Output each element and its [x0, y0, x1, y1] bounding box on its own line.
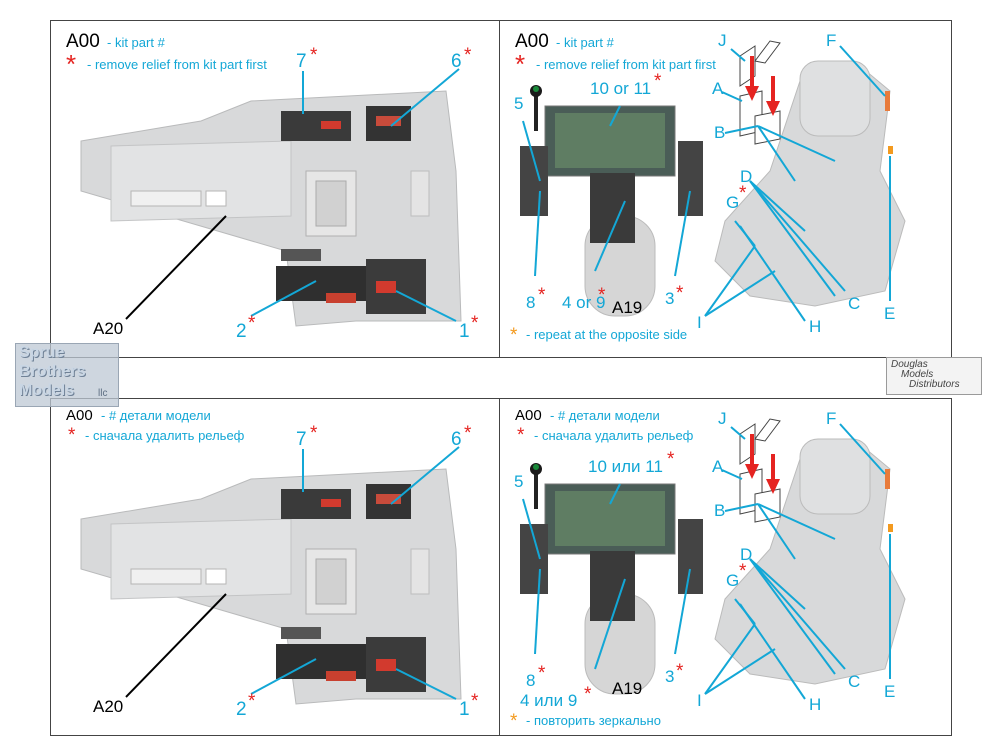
callout-B: B	[714, 501, 726, 520]
callout-star: *	[598, 285, 606, 306]
callout-star: *	[739, 561, 747, 582]
dash-seat-drawing	[520, 418, 906, 700]
callout-star: *	[310, 423, 318, 444]
legend-star: *	[68, 425, 76, 446]
callout-H: H	[809, 695, 822, 714]
callout-1: 1	[459, 699, 470, 720]
callout-star: *	[739, 183, 747, 204]
callout-star: *	[248, 691, 256, 712]
legend-code: A00	[515, 407, 542, 424]
callout-F: F	[826, 31, 837, 50]
callout-C: C	[848, 294, 861, 313]
callout-C: C	[848, 672, 861, 691]
callout-5: 5	[514, 472, 524, 491]
legend-repeat: - repeat at the opposite side	[526, 327, 688, 342]
tub-drawing	[80, 446, 462, 705]
legend-code: A00	[66, 31, 100, 52]
callout-10-or-11: 10 or 11	[590, 79, 652, 98]
legend-remove-relief: - сначала удалить рельеф	[534, 428, 694, 443]
part-a19: A19	[612, 298, 643, 317]
callout-10-or-11: 10 или 11	[588, 457, 663, 476]
callout-star: *	[584, 684, 592, 705]
callout-star: *	[676, 283, 684, 304]
logo-suffix: llc	[98, 388, 108, 399]
callout-F: F	[826, 409, 837, 428]
logo-line: Distributors	[909, 379, 960, 390]
legend-code: A00	[66, 407, 93, 424]
callout-3: 3	[665, 289, 675, 308]
callout-2: 2	[236, 699, 247, 720]
dash-seat-drawing	[520, 40, 906, 322]
legend-star: *	[517, 425, 525, 446]
legend-kit-part: - kit part #	[107, 35, 165, 50]
callout-8: 8	[526, 671, 536, 690]
legend-repeat: - повторить зеркально	[526, 713, 661, 728]
callout-star: *	[667, 449, 675, 470]
legend-orange-star: *	[510, 325, 518, 346]
sprue-brothers-logo: Sprue Brothers Models llc	[15, 343, 119, 407]
logo-line: Sprue	[19, 344, 65, 361]
legend-kit-part: - # детали модели	[550, 408, 660, 423]
callout-star: *	[538, 285, 546, 306]
callout-4-or-9: 4 или 9	[520, 691, 578, 710]
callout-D: D	[740, 167, 753, 186]
callout-E: E	[884, 304, 896, 323]
callout-B: B	[714, 123, 726, 142]
callout-E: E	[884, 682, 896, 701]
callout-6: 6	[451, 51, 462, 72]
callout-5: 5	[514, 94, 524, 113]
part-a19: A19	[612, 679, 643, 698]
legend-code: A00	[515, 31, 549, 52]
legend-remove-relief: - remove relief from kit part first	[87, 57, 267, 72]
legend-kit-part: - # детали модели	[101, 408, 211, 423]
callout-star: *	[471, 691, 479, 712]
callout-J: J	[718, 31, 727, 50]
panel-dash-en: A00 - kit part # * - remove relief from …	[499, 20, 952, 358]
callout-7: 7	[296, 429, 307, 450]
legend-remove-relief: - remove relief from kit part first	[536, 57, 716, 72]
callout-A: A	[712, 457, 724, 476]
legend-star: *	[515, 49, 526, 79]
callout-1: 1	[459, 321, 470, 342]
callout-star: *	[471, 313, 479, 334]
legend-orange-star: *	[510, 711, 518, 732]
part-a20: A20	[93, 697, 124, 716]
callout-star: *	[464, 45, 472, 66]
callout-D: D	[740, 545, 753, 564]
logo-line: Brothers	[19, 363, 86, 380]
callout-G: G	[726, 571, 740, 590]
panel-dash-ru: A00 - # детали модели * - сначала удалит…	[499, 398, 952, 736]
callout-G: G	[726, 193, 740, 212]
logo-line: Douglas	[891, 359, 928, 370]
callout-I: I	[697, 313, 702, 332]
panel-tub-en: A00 - kit part # * - remove relief from …	[50, 20, 502, 358]
callout-2: 2	[236, 321, 247, 342]
callout-8: 8	[526, 293, 536, 312]
douglas-models-logo: Douglas Models Distributors	[886, 357, 982, 395]
logo-line: Models	[19, 382, 75, 399]
legend-kit-part: - kit part #	[556, 35, 614, 50]
callout-6: 6	[451, 429, 462, 450]
callout-star: *	[310, 45, 318, 66]
callout-7: 7	[296, 51, 307, 72]
callout-H: H	[809, 317, 822, 336]
callout-4-or-9: 4 or 9	[562, 293, 606, 312]
panel-tub-ru: A00 - # детали модели * - сначала удалит…	[50, 398, 502, 736]
callout-I: I	[697, 691, 702, 710]
callout-star: *	[654, 71, 662, 92]
callout-star: *	[464, 423, 472, 444]
callout-3: 3	[665, 667, 675, 686]
legend-remove-relief: - сначала удалить рельеф	[85, 428, 245, 443]
callout-star: *	[248, 313, 256, 334]
callout-star: *	[676, 661, 684, 682]
callout-star: *	[538, 663, 546, 684]
callout-A: A	[712, 79, 724, 98]
tub-drawing	[80, 68, 462, 327]
part-a20: A20	[93, 319, 124, 338]
logo-line: Models	[901, 369, 934, 380]
callout-J: J	[718, 409, 727, 428]
legend-star: *	[66, 49, 77, 79]
